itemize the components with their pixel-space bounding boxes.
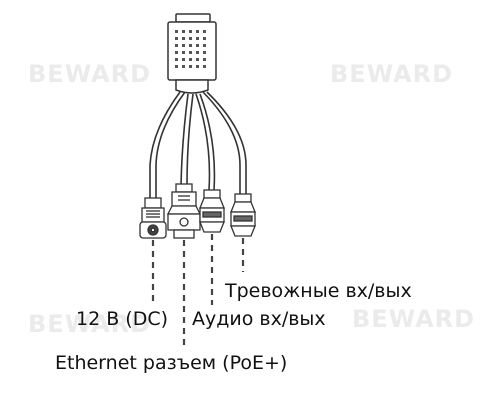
- label-alarm: Тревожные вх/вых: [225, 280, 412, 302]
- connector-body-icon: [167, 13, 217, 94]
- label-ethernet: Ethernet разъем (PoE+): [55, 352, 288, 374]
- cables: [149, 91, 247, 200]
- watermark-top-left: BEWARD: [28, 60, 152, 88]
- watermark-bottom-right: BEWARD: [352, 305, 476, 333]
- leader-lines: [151, 234, 245, 348]
- audio-connector-icon: [199, 189, 225, 233]
- dc-power-plug-icon: [139, 197, 167, 239]
- label-power: 12 В (DC): [76, 308, 169, 330]
- alarm-connector-icon: [230, 193, 256, 237]
- watermark-top-right: BEWARD: [330, 60, 454, 88]
- label-audio: Аудио вх/вых: [192, 308, 326, 330]
- rj45-connector-icon: [166, 183, 202, 239]
- watermark-bottom-left: BEWARD: [28, 310, 152, 338]
